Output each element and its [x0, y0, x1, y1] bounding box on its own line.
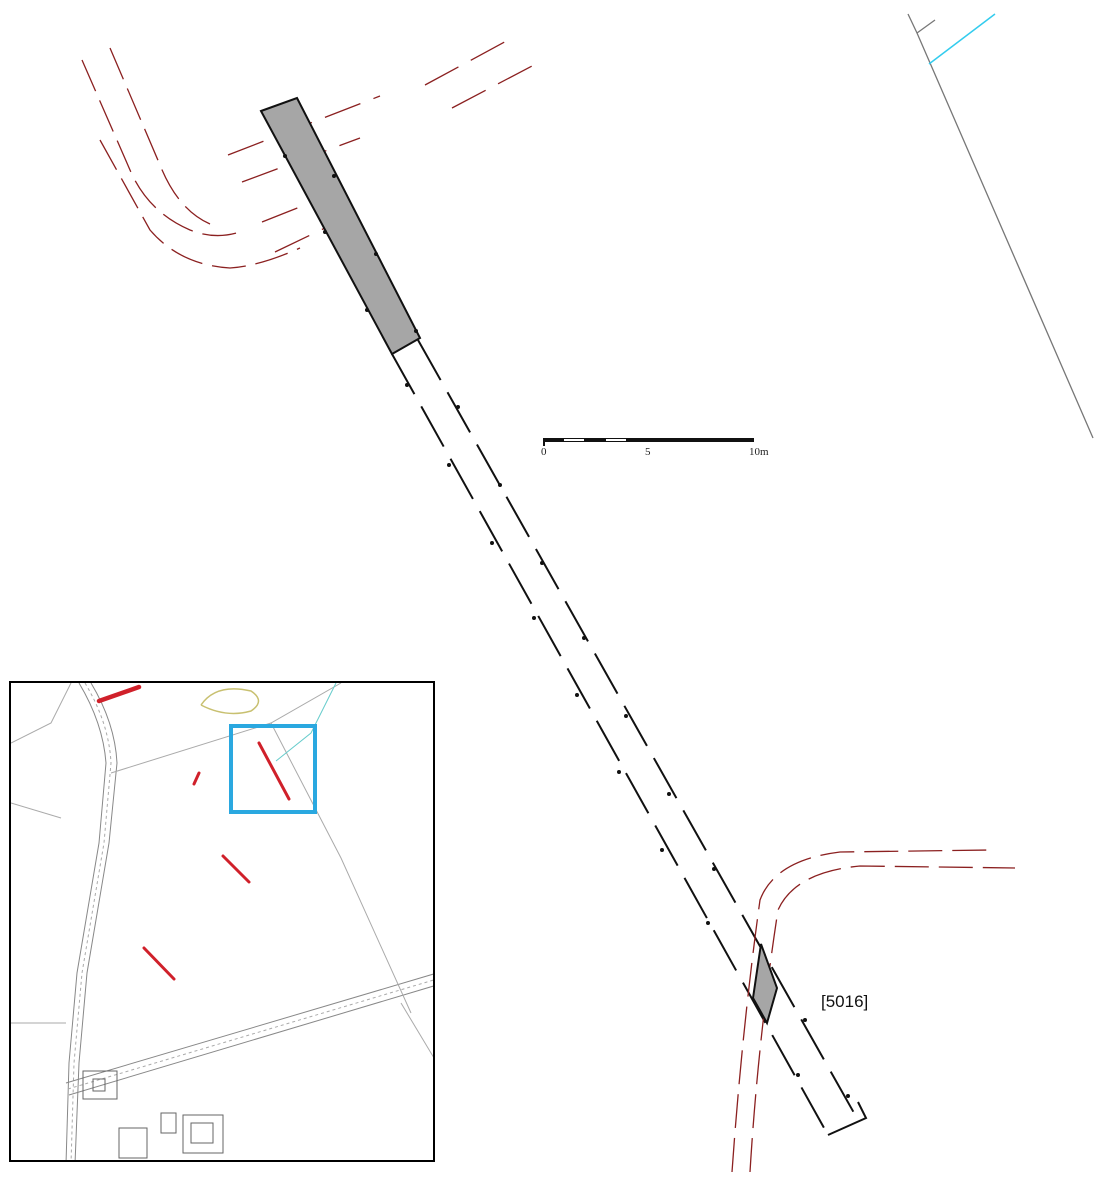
inset-stream: [275, 683, 337, 762]
ditch-lower: [731, 849, 1016, 1173]
trench-end: [827, 1101, 868, 1136]
scale-label-5: 5: [645, 446, 651, 458]
inset-field-boundaries: [11, 683, 433, 1058]
excavated-area-north-points: [283, 154, 418, 333]
excavated-area-north: [259, 96, 422, 356]
inset-buildings: [82, 1070, 224, 1159]
ditch-upper-right: [227, 37, 533, 253]
inset-earthwork: [200, 688, 260, 715]
field-boundary: [907, 13, 1094, 439]
inset-location-map: [9, 681, 435, 1162]
inset-map-drawing: [11, 683, 433, 1160]
stream-line: [928, 13, 996, 65]
ditch-upper-left: [81, 47, 301, 269]
excavated-area-feature-5016: [751, 943, 779, 1026]
scale-label-10m: 10m: [749, 446, 769, 458]
survey-points: [405, 383, 850, 1098]
scale-label-0: 0: [541, 446, 547, 458]
trench-outline: [391, 339, 859, 1136]
feature-label-5016: [5016]: [821, 992, 869, 1011]
scale-bar: 0 5 10m: [541, 438, 769, 458]
inset-highlight-box: [229, 724, 317, 814]
inset-road-west: [65, 683, 118, 1160]
inset-trenches: [96, 684, 291, 981]
inset-road-south: [65, 973, 433, 1096]
